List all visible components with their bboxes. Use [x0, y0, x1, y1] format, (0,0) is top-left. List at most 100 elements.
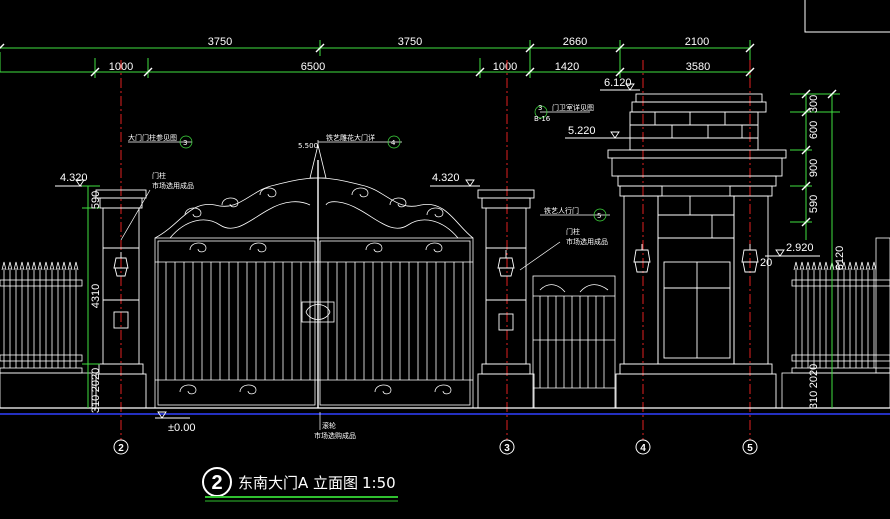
dim-top-3: 2660	[563, 36, 587, 48]
note-gate-pier-ref: 3	[183, 139, 187, 147]
dim-second-5: 3580	[686, 61, 710, 73]
picket-spear	[13, 261, 19, 271]
note-main-gate: 铁艺雕花大门详	[326, 133, 375, 142]
picket-spear	[55, 261, 61, 271]
title-scale: 1:50	[362, 474, 396, 492]
axis-markers	[113, 439, 758, 455]
gate-scroll	[374, 384, 392, 395]
level-pier-left: 4.320	[60, 172, 88, 184]
title-number: 2	[211, 472, 222, 494]
dim-second-4: 1420	[555, 61, 579, 73]
viewport-frame	[804, 0, 890, 33]
gate-scroll	[434, 384, 452, 395]
dim-left-3: 2020	[90, 368, 102, 392]
picket-spear	[859, 261, 865, 271]
dim-top-4: 2100	[685, 36, 709, 48]
top-dimension-chain: 3750 3750 2660 2100 1000 6500 1000 1420 …	[0, 36, 755, 78]
axis-label-4: 4	[640, 443, 646, 454]
note-track: 滚轮	[322, 421, 336, 430]
dim-right-bottom-2: 2020	[808, 364, 820, 388]
note-side-light2: 市场选用成品	[566, 237, 608, 246]
note-side-light: 门柱	[566, 227, 580, 236]
note-main-gate-ref: 4	[391, 139, 396, 147]
picket-spear	[805, 261, 811, 271]
picket-spear	[847, 261, 853, 271]
note-gate-pier: 大门门柱参见图	[128, 133, 177, 142]
drawing-title-block: 2 东南大门A 立面图 1:50	[202, 467, 398, 502]
level-guard-small: 20	[760, 257, 772, 269]
dim-top-1: 3750	[208, 36, 232, 48]
picket-spear	[43, 261, 49, 271]
axis-label-5: 5	[747, 443, 753, 454]
left-dimension-chain	[82, 185, 100, 408]
gate-scroll	[189, 242, 207, 253]
picket-spear	[853, 261, 859, 271]
picket-spear	[823, 261, 829, 271]
dim-second-3: 1000	[493, 61, 517, 73]
note-guard-house-ref: 3	[538, 104, 542, 112]
gate-scroll	[184, 207, 202, 218]
picket-spear	[865, 261, 871, 271]
note-side-gate-ref: 5	[597, 212, 601, 220]
gate-scroll	[426, 207, 444, 218]
picket-spear	[31, 261, 37, 271]
gate-scroll	[259, 187, 277, 198]
gate-scroll	[249, 242, 267, 253]
dim-right-3: 900	[808, 159, 820, 177]
axis-label-3: 3	[504, 443, 510, 454]
picket-spear	[73, 261, 79, 271]
picket-spear	[811, 261, 817, 271]
left-fence	[0, 261, 93, 409]
dim-right-2: 600	[808, 121, 820, 139]
level-guard-cornice: 5.220	[568, 125, 596, 137]
note-side-gate: 铁艺人行门	[544, 206, 579, 215]
note-guard-house-sheet: B-16	[534, 115, 551, 123]
gate-scroll	[239, 384, 257, 395]
level-pier-mid: 4.320	[432, 172, 460, 184]
title-name: 东南大门A 立面图	[238, 474, 358, 492]
axis-label-2: 2	[118, 443, 124, 454]
level-guard-top: 6.120	[604, 77, 632, 89]
note-track2: 市场选购成品	[314, 431, 356, 440]
picket-spear	[25, 261, 31, 271]
picket-spear	[817, 261, 823, 271]
level-ground: ±0.00	[168, 422, 195, 434]
dim-right-1: 300	[808, 95, 820, 113]
note-gate-light2: 市场选用成品	[152, 181, 194, 190]
picket-spear	[793, 261, 799, 271]
picket-spear	[37, 261, 43, 271]
main-iron-gate	[154, 140, 474, 409]
level-guard-right: 2.920	[786, 242, 814, 254]
dim-right-5: 6120	[834, 246, 846, 270]
picket-spear	[871, 261, 877, 271]
note-guard-house: 门卫室详见图	[552, 103, 594, 112]
gate-scroll	[221, 197, 239, 208]
dim-left-4: 310	[90, 395, 102, 413]
guard-house	[607, 93, 787, 409]
picket-spear	[1, 261, 7, 271]
gate-scroll	[179, 384, 197, 395]
picket-spear	[67, 261, 73, 271]
gate-scroll	[389, 197, 407, 208]
leader-lines	[120, 105, 610, 430]
picket-spear	[19, 261, 25, 271]
picket-spear	[835, 261, 841, 271]
dim-second-2: 6500	[301, 61, 325, 73]
picket-spear	[841, 261, 847, 271]
note-gate-height: 5.500	[298, 142, 318, 150]
axis-lines	[120, 60, 751, 440]
dim-right-bottom-1: 310	[808, 391, 820, 409]
gate-scroll	[425, 242, 443, 253]
dim-top-2: 3750	[398, 36, 422, 48]
picket-spear	[49, 261, 55, 271]
picket-spear	[7, 261, 13, 271]
gate-scroll	[351, 187, 369, 198]
note-gate-light: 门柱	[152, 171, 166, 180]
picket-spear	[61, 261, 67, 271]
dim-right-4: 590	[808, 195, 820, 213]
left-gate-pier	[95, 189, 147, 409]
dim-left-1: 590	[90, 191, 102, 209]
gate-scroll	[365, 242, 383, 253]
dim-left-2: 4310	[90, 284, 102, 308]
